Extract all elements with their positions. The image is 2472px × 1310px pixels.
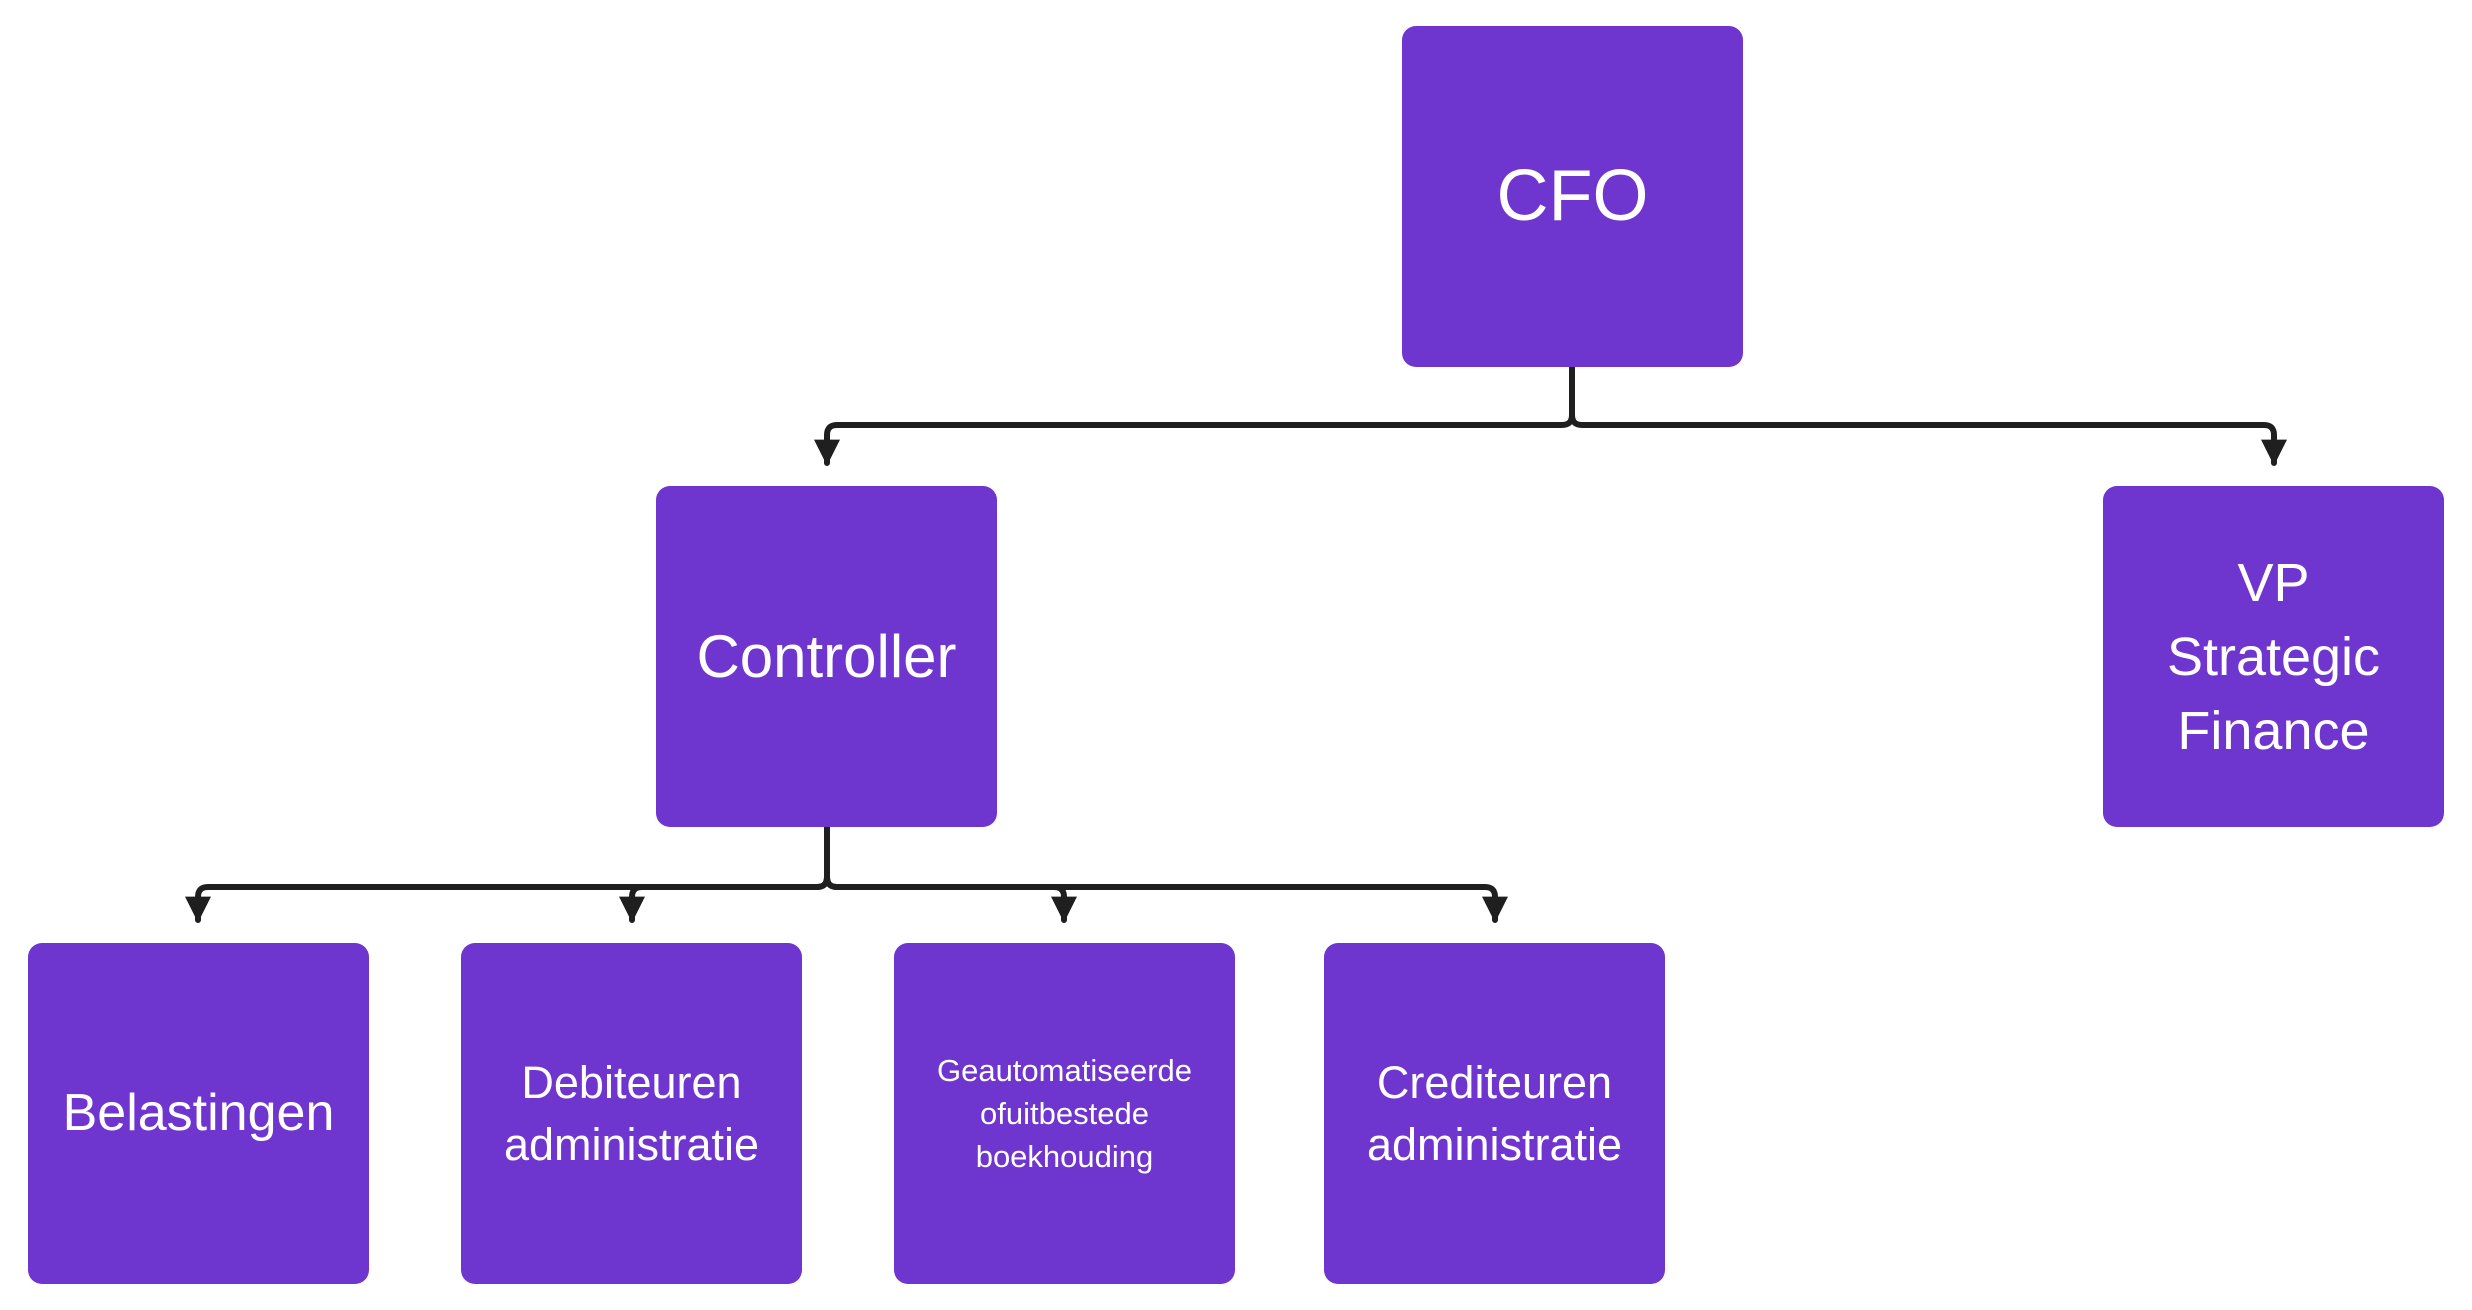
node-label-debiteuren-administratie: Debiteuren administratie [503,1056,760,1170]
node-belastingen: Belastingen [28,943,369,1284]
connector-cfo-vp-strategic-finance [1569,364,2287,466]
node-controller: Controller [656,486,997,827]
node-label-cfo: CFO [1496,155,1649,236]
node-geautomatiseerde-boekhouding: Geautomatiseerde ofuitbestede boekhoudin… [894,943,1235,1284]
node-label-vp-strategic-finance: VP Strategic Finance [2166,552,2381,761]
node-label-crediteuren-administratie: Crediteuren administratie [1366,1056,1623,1170]
connector-controller-crediteuren [824,824,1508,923]
node-label-geautomatiseerde-boekhouding: Geautomatiseerde ofuitbestede boekhoudin… [936,1053,1193,1174]
node-cfo: CFO [1402,26,1743,367]
connector-controller-belastingen [185,824,830,923]
connector-controller-debiteuren [619,824,830,923]
connector-controller-geautomatiseerde [824,824,1077,923]
connector-cfo-controller [814,364,1575,466]
node-label-controller: Controller [696,622,957,690]
node-label-belastingen: Belastingen [62,1083,335,1142]
node-crediteuren-administratie: Crediteuren administratie [1324,943,1665,1284]
node-debiteuren-administratie: Debiteuren administratie [461,943,802,1284]
node-vp-strategic-finance: VP Strategic Finance [2103,486,2444,827]
